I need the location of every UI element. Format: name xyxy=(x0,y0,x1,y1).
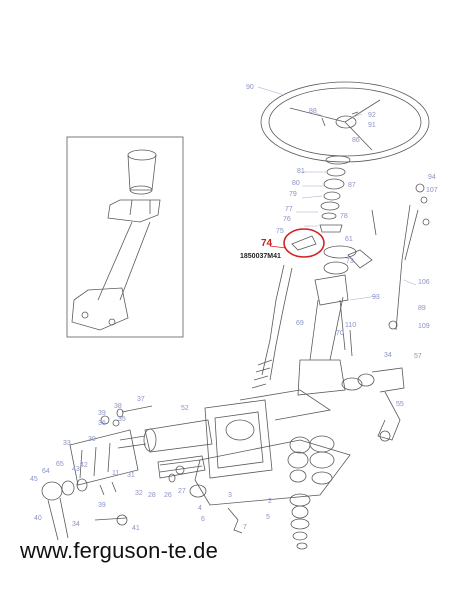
label-32: 32 xyxy=(135,490,143,497)
label-77: 77 xyxy=(285,206,293,213)
label-40: 40 xyxy=(34,515,42,522)
steering-box-housing xyxy=(194,389,351,506)
label-79: 79 xyxy=(289,191,297,198)
label-4: 4 xyxy=(198,505,202,512)
label-5: 5 xyxy=(266,514,270,521)
bolt-37 xyxy=(100,405,153,427)
label-26: 26 xyxy=(164,492,172,499)
label-3: 3 xyxy=(228,492,232,499)
worm-shaft xyxy=(117,419,213,479)
main-column xyxy=(251,245,357,396)
label-65: 65 xyxy=(56,461,64,468)
label-7: 7 xyxy=(243,524,247,531)
label-86: 86 xyxy=(352,137,360,144)
leader-lines xyxy=(257,86,417,301)
label-61: 61 xyxy=(345,236,353,243)
label-81: 81 xyxy=(297,168,305,175)
label-106: 106 xyxy=(418,279,430,286)
steering-wheel xyxy=(260,81,430,163)
label-11: 11 xyxy=(112,470,120,477)
callout-part-shape xyxy=(291,235,317,251)
lower-right-parts xyxy=(287,435,335,550)
label-37: 37 xyxy=(137,396,145,403)
pitman-arm xyxy=(341,367,405,442)
label-70: 70 xyxy=(336,330,344,337)
label-52: 52 xyxy=(181,405,189,412)
label-87: 87 xyxy=(348,182,356,189)
label-78: 78 xyxy=(340,213,348,220)
label-31: 31 xyxy=(127,472,135,479)
label-42: 42 xyxy=(80,462,88,469)
label-6: 6 xyxy=(201,516,205,523)
label-28: 28 xyxy=(148,492,156,499)
label-2: 2 xyxy=(268,498,272,505)
label-35: 35 xyxy=(118,416,126,423)
label-38: 38 xyxy=(114,403,122,410)
label-41: 41 xyxy=(132,525,140,532)
watermark-url: www.ferguson-te.de xyxy=(20,538,219,563)
label-43: 43 xyxy=(72,466,80,473)
label-88: 88 xyxy=(309,108,317,115)
label-89: 89 xyxy=(418,305,426,312)
label-73: 73 xyxy=(346,258,354,265)
label-57: 57 xyxy=(414,353,422,360)
drop-arm-left xyxy=(41,429,139,541)
label-39b: 39 xyxy=(98,502,106,509)
label-34: 34 xyxy=(384,352,392,359)
inset-box xyxy=(66,136,184,338)
label-76: 76 xyxy=(283,216,291,223)
label-36: 36 xyxy=(98,420,106,427)
callout-number: 74 xyxy=(261,238,273,249)
label-64: 64 xyxy=(42,468,50,475)
label-110: 110 xyxy=(345,322,357,329)
label-33: 33 xyxy=(63,440,71,447)
label-34b: 34 xyxy=(72,521,80,528)
label-27: 27 xyxy=(178,488,186,495)
lower-small-parts xyxy=(168,465,243,534)
callout-circle xyxy=(283,228,325,258)
label-92: 92 xyxy=(368,112,376,119)
label-55: 55 xyxy=(396,401,404,408)
label-94: 94 xyxy=(428,174,436,181)
inset-steering-column xyxy=(71,149,161,331)
shaft-upper-parts xyxy=(319,155,351,233)
label-109: 109 xyxy=(418,323,430,330)
label-39: 39 xyxy=(98,410,106,417)
control-levers xyxy=(339,183,430,357)
label-91: 91 xyxy=(368,122,376,129)
callout-part-number: 1850037M41 xyxy=(240,253,281,260)
label-80: 80 xyxy=(292,180,300,187)
label-107: 107 xyxy=(426,187,438,194)
label-30: 30 xyxy=(88,436,96,443)
label-90: 90 xyxy=(246,84,254,91)
label-93: 93 xyxy=(372,294,380,301)
label-75: 75 xyxy=(276,228,284,235)
label-45: 45 xyxy=(30,476,38,483)
label-69: 69 xyxy=(296,320,304,327)
